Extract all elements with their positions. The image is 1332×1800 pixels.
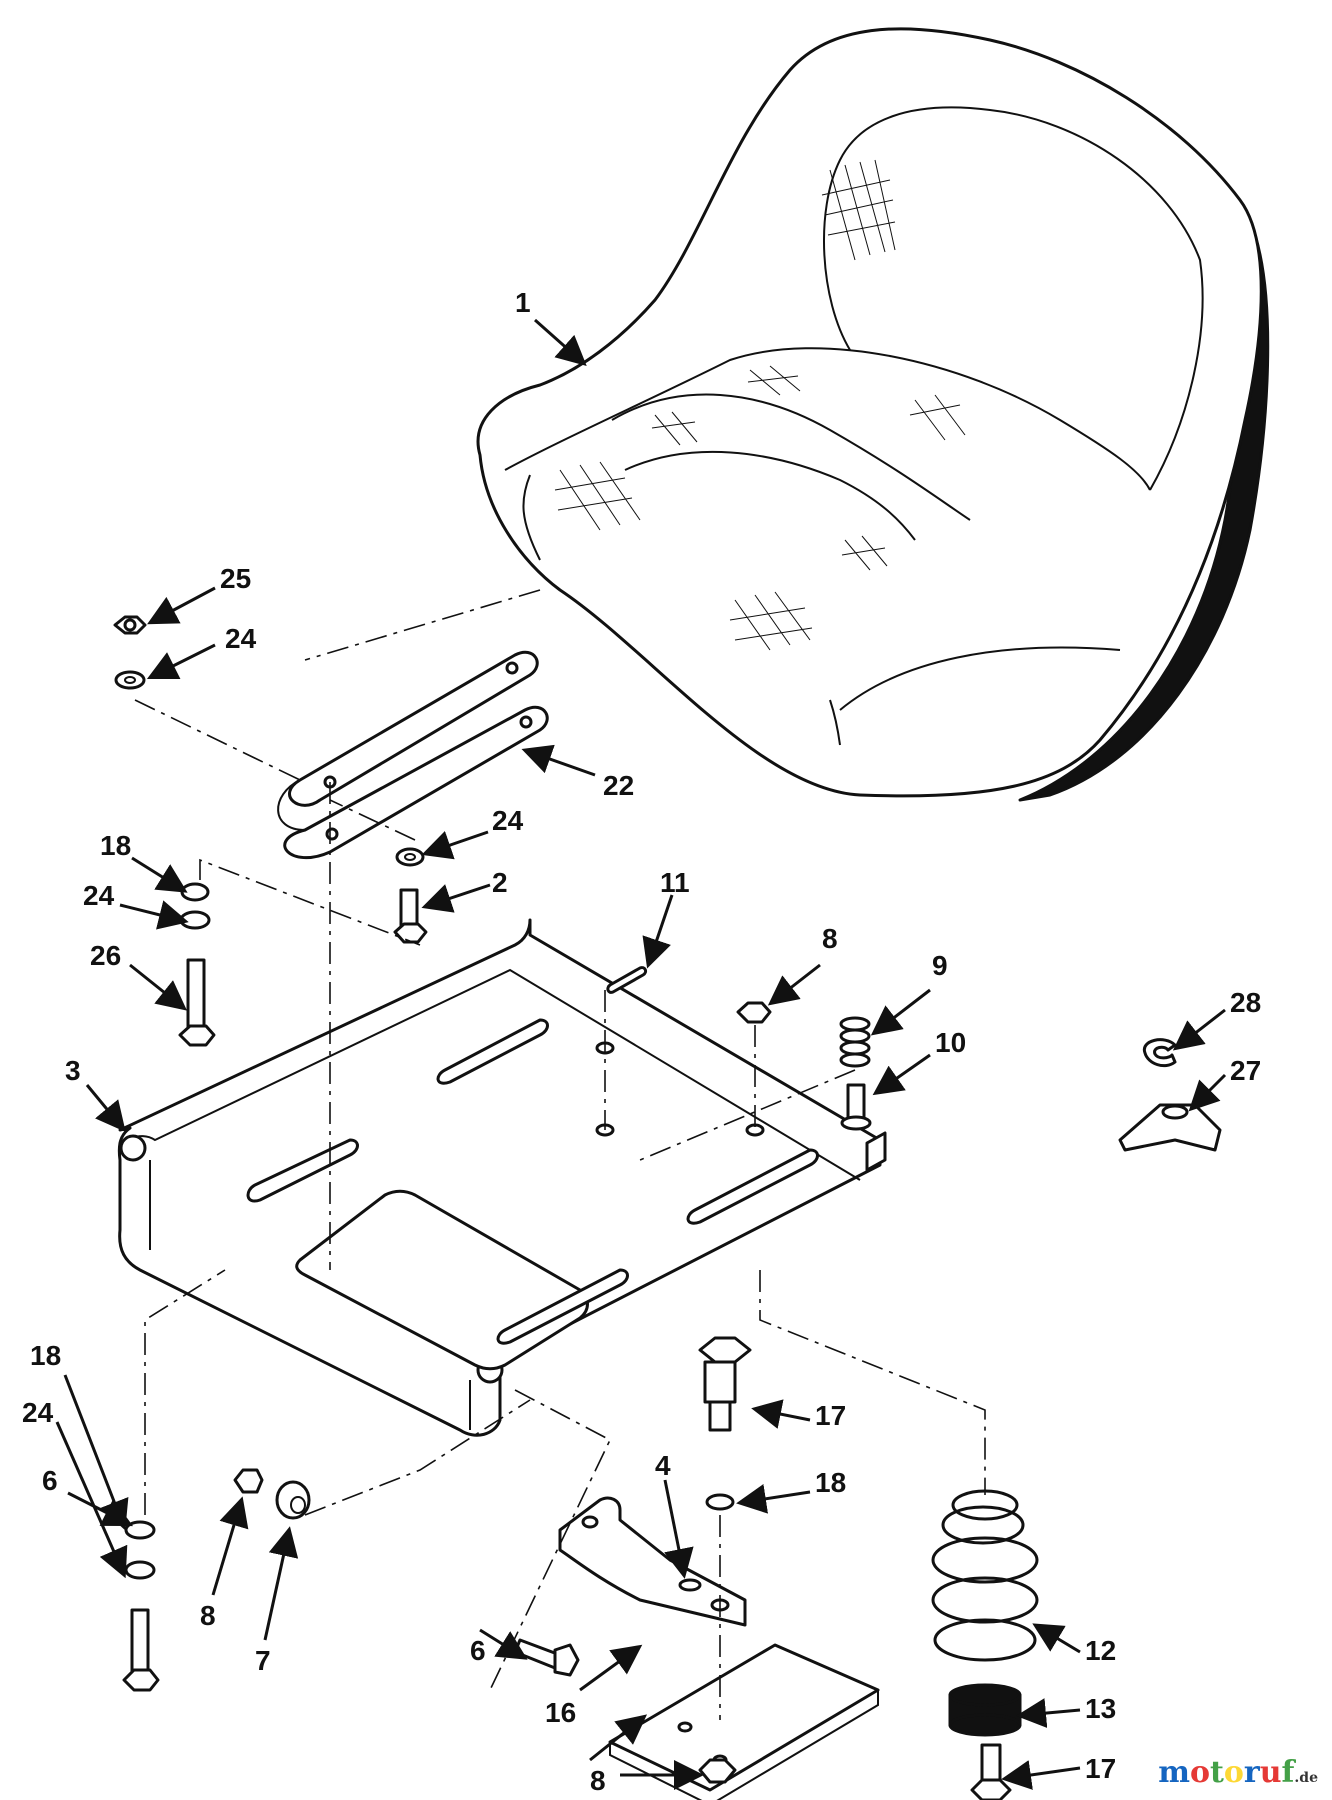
callout-11: 11 <box>660 867 690 898</box>
callout-24: 24 <box>492 805 524 836</box>
callout-arrows <box>55 318 1227 1790</box>
seat-pan <box>117 918 887 1437</box>
callout-8: 8 <box>822 923 838 954</box>
callout-8: 8 <box>200 1600 216 1631</box>
watermark-letter: r <box>1243 1755 1260 1790</box>
watermark-brand: motoruf <box>1158 1755 1294 1790</box>
seat-mesh-texture <box>554 159 966 651</box>
callout-26: 26 <box>90 940 121 971</box>
watermark-letter: u <box>1259 1755 1282 1790</box>
callout-numbers: 1 25 24 22 24 2 18 24 26 3 11 8 9 10 28 … <box>22 287 1261 1796</box>
callout-2: 2 <box>492 867 508 898</box>
callout-3: 3 <box>65 1055 81 1086</box>
callout-18: 18 <box>815 1467 846 1498</box>
callout-17: 17 <box>815 1400 846 1431</box>
callout-24: 24 <box>225 623 257 654</box>
callout-1: 1 <box>515 287 531 318</box>
callout-16: 16 <box>545 1697 576 1728</box>
callout-24: 24 <box>22 1397 54 1428</box>
callout-6: 6 <box>470 1635 486 1666</box>
seat <box>476 27 1270 802</box>
callout-8: 8 <box>590 1765 606 1796</box>
callout-12: 12 <box>1085 1635 1116 1666</box>
callout-7: 7 <box>255 1645 271 1676</box>
assembly-lines <box>134 589 986 1720</box>
callout-18: 18 <box>30 1340 61 1371</box>
callout-9: 9 <box>932 950 948 981</box>
watermark-letter: t <box>1210 1755 1224 1790</box>
callout-24: 24 <box>83 880 115 911</box>
callout-13: 13 <box>1085 1693 1116 1724</box>
watermark-letter: o <box>1223 1755 1244 1790</box>
small-spring <box>839 1016 871 1068</box>
watermark-tld: .de <box>1294 1770 1318 1786</box>
watermark-letter: o <box>1190 1755 1211 1790</box>
watermark-letter: m <box>1158 1755 1190 1790</box>
callout-18: 18 <box>100 830 131 861</box>
callout-10: 10 <box>935 1027 966 1058</box>
callout-25: 25 <box>220 563 251 594</box>
watermark-letter: f <box>1281 1755 1295 1790</box>
coil-spring <box>931 1489 1039 1662</box>
brand-watermark: motoruf.de <box>1158 1755 1318 1790</box>
callout-4: 4 <box>655 1450 671 1481</box>
callout-22: 22 <box>603 770 634 801</box>
callout-17: 17 <box>1085 1753 1116 1784</box>
callout-6: 6 <box>42 1465 58 1496</box>
callout-27: 27 <box>1230 1055 1261 1086</box>
callout-28: 28 <box>1230 987 1261 1018</box>
